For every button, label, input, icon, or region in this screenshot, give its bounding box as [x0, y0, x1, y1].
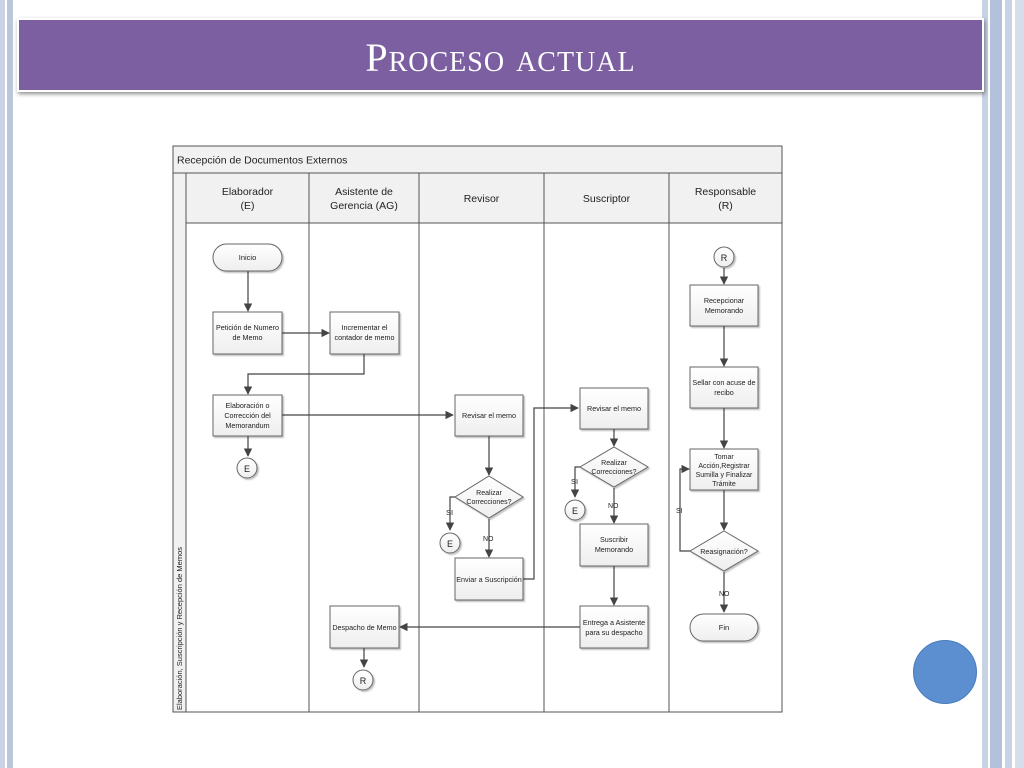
process-enviar	[454, 557, 524, 601]
decision-suscriptor-no-label: NO	[608, 503, 619, 510]
process-tomar-line4: Trámite	[712, 481, 736, 488]
process-tomar-line3: Sumilla y Finalizar	[696, 472, 753, 479]
arrow-reasignacion-si-tomar	[679, 464, 690, 552]
process-sellar	[689, 366, 759, 409]
slide-title: Proceso actual	[365, 35, 636, 80]
process-peticion-line2: de Memo	[233, 333, 263, 342]
connector-r-responsable-label: R	[721, 253, 728, 263]
connector-r-asistente	[352, 669, 374, 691]
process-incrementar-line1: Incrementar el	[342, 323, 388, 332]
decision-reasignacion	[689, 530, 759, 572]
connector-e-suscriptor-label: E	[572, 506, 578, 516]
process-entrega	[579, 605, 649, 649]
connector-e-elaborador-label: E	[244, 464, 250, 474]
lane-header-suscriptor: Suscriptor	[583, 193, 631, 205]
connector-r-responsable	[713, 246, 735, 268]
lane-header-responsable: Responsable	[695, 186, 756, 198]
decision-revisor-no-label: NO	[483, 536, 494, 543]
process-incrementar	[329, 311, 400, 355]
pool-title: Recepción de Documentos Externos	[177, 155, 347, 167]
connector-r-asistente-label: R	[360, 676, 367, 686]
process-revisar-suscriptor-label: Revisar el memo	[587, 404, 641, 413]
start-label: Inicio	[239, 253, 257, 262]
decision-suscriptor-line1: Realizar	[601, 460, 627, 467]
pool-side-label: Elaboración, Suscripción y Recepción de …	[175, 547, 184, 710]
connector-e-elaborador	[236, 457, 258, 479]
left-frame-border	[0, 0, 13, 768]
decision-revisor	[454, 475, 524, 519]
process-tomar	[689, 448, 759, 491]
arrow-decision-si-e	[445, 496, 455, 531]
process-suscribir	[579, 523, 649, 567]
process-tomar-line1: Tomar	[714, 454, 734, 461]
process-sellar-line2: recibo	[714, 388, 734, 397]
lane-header-elaborador-code: (E)	[241, 200, 255, 212]
arrow-decision-suscriptor-si-e	[570, 466, 581, 498]
decision-revisor-si-label: SI	[446, 508, 453, 517]
decision-reasignacion-si-label: SI	[676, 508, 683, 515]
flow-arrows	[243, 268, 729, 668]
decision-suscriptor-si-label: SI	[571, 477, 578, 486]
arrow-incrementar-elaboracion	[243, 354, 365, 395]
process-revisar-revisor	[454, 394, 524, 437]
end-label: Fin	[719, 623, 729, 632]
process-enviar-label: Enviar a Suscripción	[456, 575, 522, 584]
process-revisar-revisor-label: Revisar el memo	[462, 411, 516, 420]
flow-nodes: Inicio Petición de Numero de Memo Increm…	[212, 243, 759, 691]
process-sellar-line1: Sellar con acuse de	[692, 378, 755, 387]
connector-e-revisor	[439, 532, 461, 554]
process-recepcionar-line1: Recepcionar	[704, 296, 745, 305]
lane-header-asistente-code: Gerencia (AG)	[330, 200, 398, 212]
decision-revisor-line2: Correcciones?	[466, 499, 511, 506]
process-revisar-suscriptor	[579, 387, 649, 430]
start-terminator	[212, 243, 283, 272]
process-entrega-line2: para su despacho	[585, 628, 642, 637]
end-terminator	[689, 613, 759, 642]
process-recepcionar-line2: Memorando	[705, 306, 743, 315]
process-suscribir-line2: Memorando	[595, 545, 633, 554]
connector-e-revisor-label: E	[447, 539, 453, 549]
process-incrementar-line2: contador de memo	[335, 333, 395, 342]
process-despacho-label: Despacho de Memo	[332, 623, 396, 632]
process-tomar-line2: Acción,Registrar	[698, 463, 750, 470]
process-despacho	[329, 605, 400, 649]
lane-header-responsable-code: (R)	[718, 200, 733, 212]
process-elaboracion-line1: Elaboración o	[226, 401, 270, 410]
decision-revisor-line1: Realizar	[476, 490, 502, 497]
arrow-enviar-revisar-suscriptor	[523, 403, 579, 580]
process-peticion	[212, 311, 283, 355]
accent-circle-decoration	[913, 640, 977, 704]
lane-header-revisor: Revisor	[464, 193, 500, 205]
title-bar: Proceso actual	[17, 18, 984, 92]
decision-reasignacion-no-label: NO	[719, 591, 730, 598]
decision-suscriptor	[579, 446, 649, 488]
process-elaboracion-line2: Corrección del	[224, 411, 271, 420]
process-elaboracion	[212, 394, 283, 437]
decision-reasignacion-label: Reasignación?	[700, 547, 748, 556]
process-recepcionar	[689, 284, 759, 327]
lane-header-elaborador: Elaborador	[222, 186, 274, 198]
process-elaboracion-line3: Memorandum	[225, 421, 269, 430]
lane-headers: Elaborador (E) Asistente de Gerencia (AG…	[185, 172, 783, 712]
process-peticion-line1: Petición de Numero	[216, 323, 279, 332]
process-entrega-line1: Entrega a Asistente	[583, 618, 645, 627]
decision-suscriptor-line2: Correcciones?	[591, 469, 636, 476]
right-frame-border	[980, 0, 1024, 768]
connector-e-suscriptor	[564, 499, 586, 521]
lane-header-asistente: Asistente de	[335, 186, 393, 198]
process-suscribir-line1: Suscribir	[600, 535, 629, 544]
